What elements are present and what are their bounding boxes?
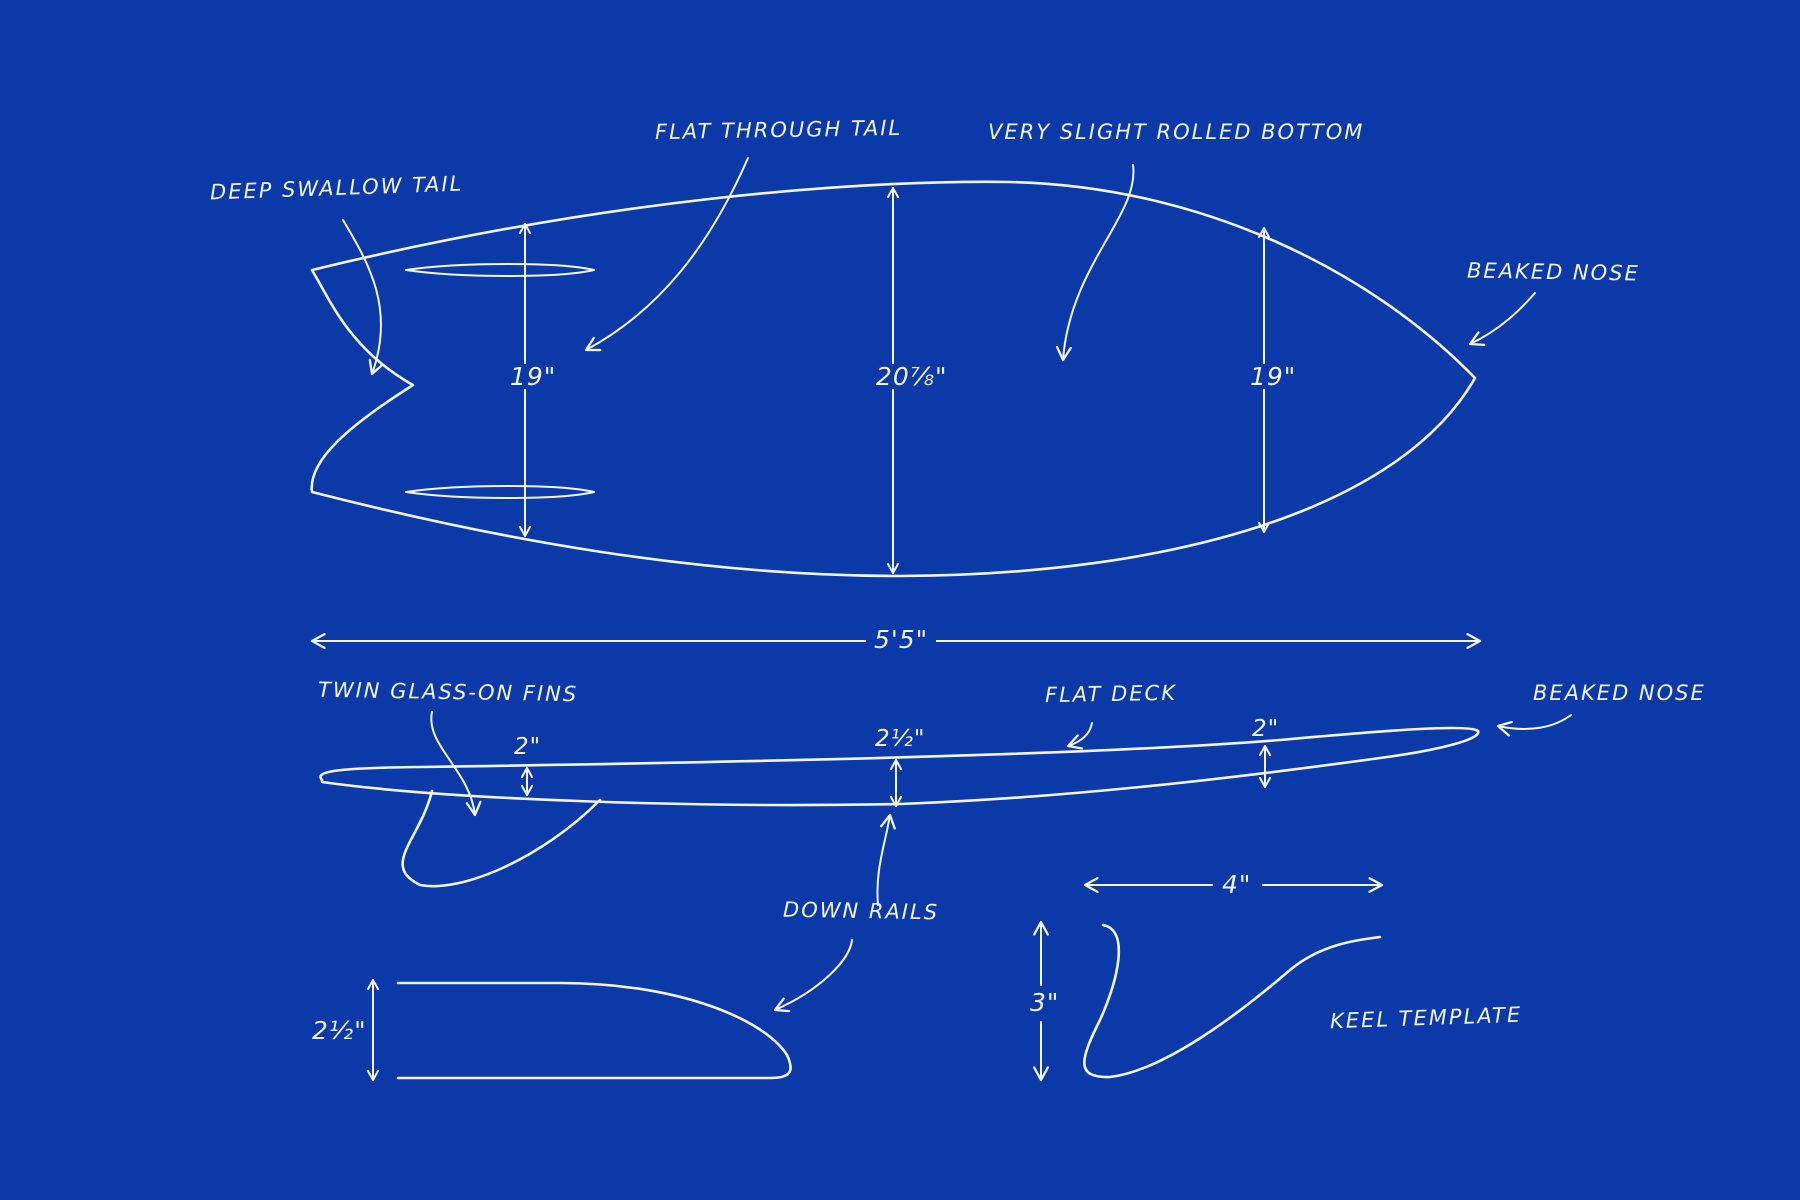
flat-deck-arrow bbox=[1066, 722, 1093, 750]
dim-center-thickness: 2½" bbox=[875, 726, 926, 752]
label-flat-deck: FLAT DECK bbox=[1044, 680, 1178, 708]
label-very-slight-rolled-bottom: VERY SLIGHT ROLLED BOTTOM bbox=[988, 120, 1365, 144]
beaked-nose-arrow-side bbox=[1496, 714, 1572, 737]
label-beaked-nose-side: BEAKED NOSE bbox=[1533, 681, 1706, 705]
dim-nose-width: 19" bbox=[1242, 364, 1305, 389]
dim-tail-width: 19" bbox=[502, 364, 565, 389]
dim-nose-thickness: 2" bbox=[1252, 716, 1280, 742]
swallow-tail-arrow bbox=[342, 219, 384, 376]
dim-keel-depth: 3" bbox=[1030, 988, 1060, 1017]
dim-tail-thickness: 2" bbox=[514, 734, 542, 760]
dim-keel-base: 4" bbox=[1222, 870, 1252, 899]
fin-side-view bbox=[401, 789, 602, 888]
twin-fins-arrow bbox=[430, 711, 482, 817]
down-rails-arrow-up bbox=[876, 813, 896, 906]
board-outline-side-view bbox=[319, 726, 1480, 807]
dim-length: 5'5" bbox=[866, 627, 937, 652]
rail-profile bbox=[396, 981, 792, 1080]
board-outline-top-view bbox=[310, 180, 1477, 578]
label-twin-glass-on-fins: TWIN GLASS-ON FINS bbox=[317, 677, 579, 707]
down-rails-arrow-down bbox=[773, 939, 853, 1013]
dim-wide-point: 20⅞" bbox=[868, 364, 956, 389]
fin-top-lower bbox=[405, 485, 595, 499]
beaked-nose-arrow-top bbox=[1468, 292, 1536, 347]
flat-through-tail-arrow bbox=[584, 157, 749, 352]
label-beaked-nose-top: BEAKED NOSE bbox=[1466, 258, 1640, 286]
rolled-bottom-arrow bbox=[1055, 164, 1135, 362]
fin-top-upper bbox=[405, 263, 595, 277]
keel-template-shape bbox=[1083, 923, 1382, 1079]
dim-rail-height: 2½" bbox=[312, 1016, 367, 1045]
label-flat-through-tail: FLAT THROUGH TAIL bbox=[654, 115, 903, 145]
label-down-rails: DOWN RAILS bbox=[782, 897, 940, 925]
